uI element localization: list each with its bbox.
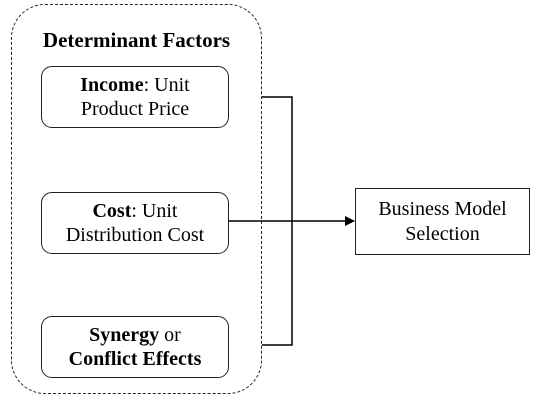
outcome-line2: Selection	[405, 222, 480, 245]
factor-cost-line1: Cost: Unit	[92, 199, 177, 223]
determinant-factors-group	[11, 4, 262, 394]
factor-cost-keyword: Cost	[92, 200, 132, 222]
factor-cost-line2: Distribution Cost	[65, 224, 205, 246]
factor-synergy-line1: Synergy or	[89, 323, 181, 347]
factor-synergy-suffix: or	[159, 324, 181, 346]
factor-synergy-keyword: Synergy	[89, 324, 160, 346]
factor-income-line1: Income: Unit	[80, 73, 189, 97]
factor-cost-suffix: : Unit	[131, 200, 178, 222]
factor-income-keyword: Income	[80, 74, 144, 96]
outcome-line1: Business Model	[378, 197, 507, 220]
factor-synergy-line2: Conflict Effects	[68, 348, 202, 370]
outcome-box-business-model-selection: Business Model Selection	[355, 188, 530, 255]
factor-box-income: Income: Unit Product Price	[41, 66, 229, 128]
group-title: Determinant Factors	[42, 28, 231, 52]
factor-box-synergy: Synergy or Conflict Effects	[41, 316, 229, 378]
factor-income-suffix: : Unit	[143, 74, 190, 96]
factor-income-line2: Product Price	[80, 98, 190, 120]
factor-box-cost: Cost: Unit Distribution Cost	[41, 192, 229, 254]
